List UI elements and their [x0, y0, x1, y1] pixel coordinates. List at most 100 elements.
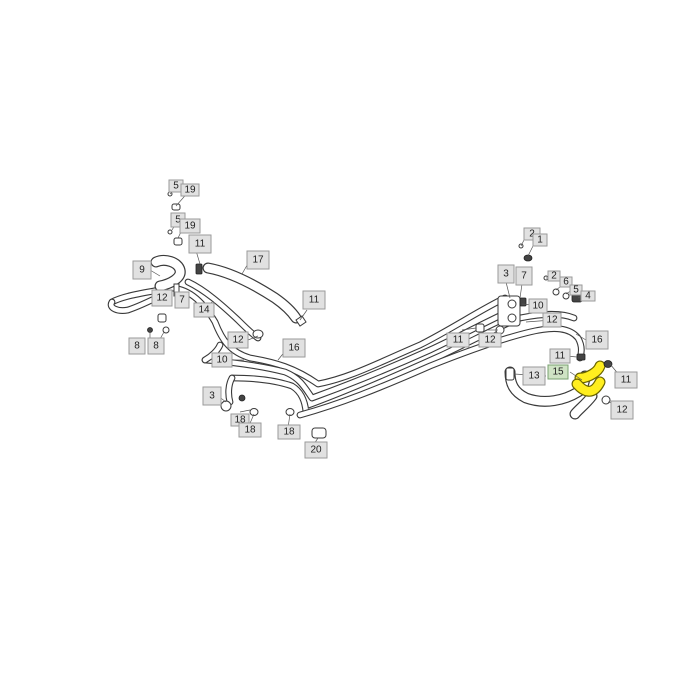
callout-box[interactable] [585, 330, 609, 350]
callout-11[interactable]: 11 [302, 290, 326, 310]
callout-number: 11 [195, 239, 206, 250]
callout-13[interactable]: 13 [522, 366, 546, 386]
callout-number: 12 [232, 335, 244, 346]
callout-box[interactable] [569, 284, 583, 296]
callout-box[interactable] [549, 348, 571, 364]
callout-12[interactable]: 12 [227, 331, 249, 349]
callout-box[interactable] [151, 289, 173, 307]
callout-7[interactable]: 7 [174, 291, 190, 309]
callout-19[interactable]: 19 [180, 183, 200, 197]
callout-number: 7 [179, 295, 185, 306]
callout-18[interactable]: 18 [277, 424, 301, 440]
callout-2[interactable]: 2 [547, 270, 561, 282]
callout-number: 17 [252, 255, 264, 266]
callout-18[interactable]: 18 [238, 422, 262, 438]
callout-number: 5 [573, 285, 579, 296]
callout-box[interactable] [559, 276, 573, 288]
callout-14[interactable]: 14 [193, 302, 215, 318]
callout-20[interactable]: 20 [304, 441, 328, 459]
hose-17 [202, 262, 302, 324]
callout-box[interactable] [522, 366, 546, 386]
callout-number: 3 [503, 269, 509, 280]
callout-number: 11 [621, 375, 632, 386]
callout-box[interactable] [188, 234, 212, 254]
callout-1[interactable]: 1 [532, 233, 548, 247]
callout-box[interactable] [132, 260, 152, 280]
callout-number: 15 [552, 367, 564, 378]
callout-number: 9 [139, 265, 145, 276]
callout-number: 14 [198, 305, 210, 316]
callout-5[interactable]: 5 [569, 284, 583, 296]
callout-3[interactable]: 3 [497, 264, 515, 284]
callout-number: 16 [288, 343, 300, 354]
callout-11[interactable]: 11 [446, 332, 470, 348]
callout-11[interactable]: 11 [614, 371, 638, 389]
callout-8[interactable]: 8 [147, 337, 165, 355]
callout-7[interactable]: 7 [515, 266, 533, 286]
callout-number: 5 [173, 181, 179, 192]
callout-11[interactable]: 11 [188, 234, 212, 254]
callout-12[interactable]: 12 [151, 289, 173, 307]
callout-box[interactable] [302, 290, 326, 310]
callout-number: 10 [216, 355, 228, 366]
fittings [147, 191, 613, 439]
callout-box[interactable] [211, 352, 233, 368]
callout-number: 16 [591, 335, 603, 346]
callout-box[interactable] [147, 337, 165, 355]
callout-9[interactable]: 9 [132, 260, 152, 280]
callout-box[interactable] [614, 371, 638, 389]
callout-box[interactable] [478, 332, 502, 348]
callout-box[interactable] [128, 337, 146, 355]
callout-box[interactable] [547, 270, 561, 282]
callout-box[interactable] [246, 250, 270, 270]
callout-number: 11 [453, 335, 464, 346]
callout-box[interactable] [282, 338, 306, 358]
callout-box[interactable] [304, 441, 328, 459]
callout-16[interactable]: 16 [282, 338, 306, 358]
callout-4[interactable]: 4 [580, 290, 596, 302]
callout-8[interactable]: 8 [128, 337, 146, 355]
callout-box[interactable] [515, 266, 533, 286]
main-tube-bundle [107, 284, 585, 419]
hose-15-highlighted[interactable] [571, 360, 606, 397]
callout-19[interactable]: 19 [179, 218, 201, 234]
callout-box[interactable] [238, 422, 262, 438]
callout-box[interactable] [202, 386, 222, 406]
callout-box[interactable] [542, 312, 562, 328]
callout-number: 18 [283, 427, 295, 438]
callout-box[interactable] [532, 233, 548, 247]
callout-box[interactable] [580, 290, 596, 302]
callout-box[interactable] [610, 400, 634, 420]
callout-number: 18 [234, 415, 246, 426]
callout-6[interactable]: 6 [559, 276, 573, 288]
callout-box[interactable] [174, 291, 190, 309]
callout-17[interactable]: 17 [246, 250, 270, 270]
callout-box[interactable] [528, 298, 548, 314]
callout-box[interactable] [547, 364, 569, 380]
callout-number: 8 [134, 341, 140, 352]
callout-box[interactable] [446, 332, 470, 348]
callout-number: 10 [532, 301, 544, 312]
callout-10[interactable]: 10 [528, 298, 548, 314]
callout-number: 20 [310, 445, 322, 456]
callout-box[interactable] [179, 218, 201, 234]
callout-number: 12 [156, 293, 168, 304]
callout-12[interactable]: 12 [610, 400, 634, 420]
callout-11[interactable]: 11 [549, 348, 571, 364]
callout-number: 19 [184, 221, 196, 232]
callout-12[interactable]: 12 [542, 312, 562, 328]
callout-10[interactable]: 10 [211, 352, 233, 368]
callout-12[interactable]: 12 [478, 332, 502, 348]
callout-3[interactable]: 3 [202, 386, 222, 406]
callout-box[interactable] [497, 264, 515, 284]
callout-16[interactable]: 16 [585, 330, 609, 350]
callout-number: 2 [551, 271, 557, 282]
callout-box[interactable] [193, 302, 215, 318]
callout-box[interactable] [180, 183, 200, 197]
callout-15[interactable]: 15 [547, 364, 569, 380]
callout-number: 6 [563, 277, 569, 288]
callout-box[interactable] [227, 331, 249, 349]
callout-number: 12 [484, 335, 496, 346]
callout-box[interactable] [277, 424, 301, 440]
